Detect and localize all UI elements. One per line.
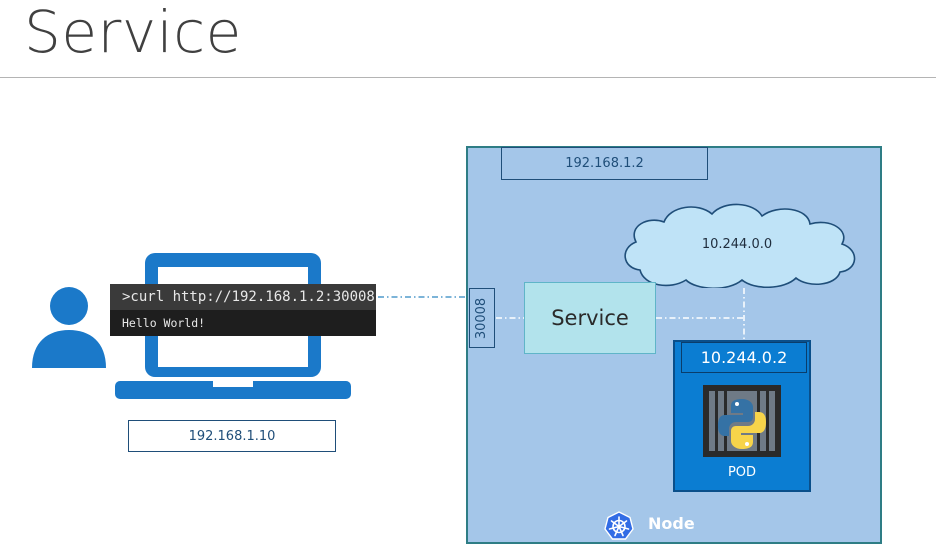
page-title: Service xyxy=(24,0,242,66)
user-icon xyxy=(32,287,106,368)
client-ip-label: 192.168.1.10 xyxy=(128,420,336,452)
kubernetes-icon xyxy=(604,511,634,540)
node-port-box: 30008 xyxy=(469,288,495,348)
node-label: Node xyxy=(648,514,695,533)
node-port-label: 30008 xyxy=(474,297,490,339)
terminal-command: >curl http://192.168.1.2:30008 xyxy=(110,284,376,310)
pod-ip-label: 10.244.0.2 xyxy=(681,342,807,373)
pod-label: POD xyxy=(727,465,757,480)
node-ip-label: 192.168.1.2 xyxy=(501,147,708,180)
python-container-icon xyxy=(703,385,781,457)
terminal-window: >curl http://192.168.1.2:30008 Hello Wor… xyxy=(110,284,376,336)
terminal-output: Hello World! xyxy=(122,316,206,330)
title-divider xyxy=(0,77,936,78)
pod-network-label: 10.244.0.0 xyxy=(701,236,773,252)
network-cloud-icon xyxy=(624,203,856,288)
service-box: Service xyxy=(524,282,656,354)
